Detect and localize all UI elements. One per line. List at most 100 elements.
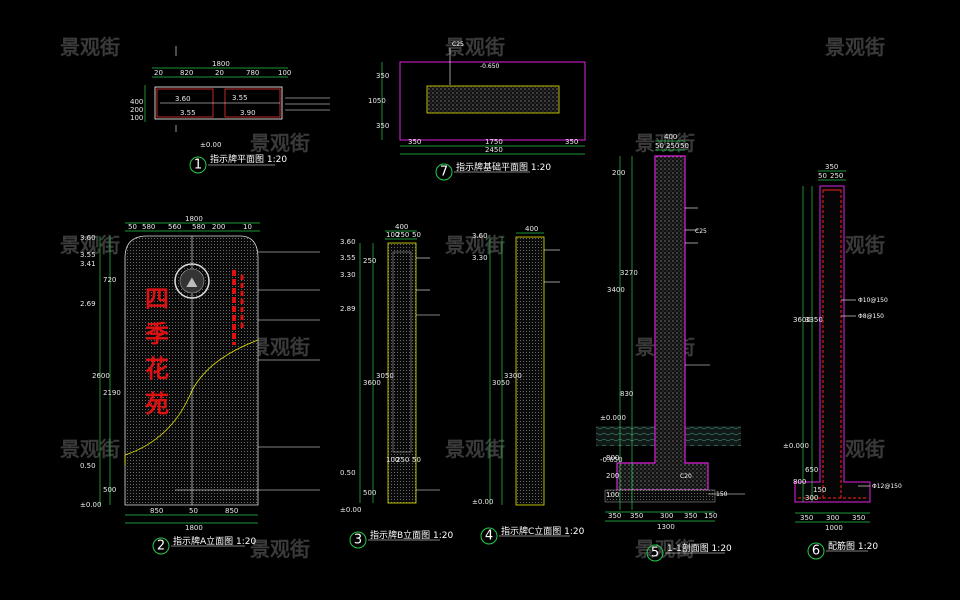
dim-text: 820: [180, 69, 193, 77]
dim-text: 350: [684, 512, 697, 520]
dim-text: 150: [813, 486, 826, 494]
dim-text: 800: [606, 454, 619, 462]
dim-text: 3270: [620, 269, 638, 277]
dim-text: 400: [395, 223, 408, 231]
watermark: 景观街: [635, 537, 695, 561]
level-text: ±0.00: [200, 141, 221, 149]
dim-text: 50: [189, 507, 198, 515]
dim-text: 250: [363, 257, 376, 265]
dim-text: 850: [150, 507, 163, 515]
dim-text: 100: [130, 114, 143, 122]
dim-text: 250: [830, 172, 843, 180]
rebar-label: Φ10@150: [858, 297, 888, 304]
view-1-plan: 1800 20 820 20 780 100 3.60 3.55 3.55 3.…: [130, 46, 330, 174]
dim-text: 400: [525, 225, 538, 233]
dim-text: 300: [805, 494, 818, 502]
dim-text: 500: [103, 486, 116, 494]
dim-text: 350: [852, 514, 865, 522]
view-5-section: 400 50 250 50 C25 200 3400 3270 830 800 …: [596, 133, 745, 562]
dim-text: 3050: [376, 372, 394, 380]
level-text: 2.89: [340, 305, 356, 313]
dim-text: 800: [793, 478, 806, 486]
level-text: ±0.00: [80, 501, 101, 509]
dim-text: 580: [192, 223, 205, 231]
dim-text: 200: [612, 169, 625, 177]
level-text: 3.60: [472, 232, 488, 240]
dim-text: 3400: [607, 286, 625, 294]
dim-text: 20: [154, 69, 163, 77]
view-title: 指示牌A立面图 1:20: [173, 535, 257, 547]
level-text: 3.60: [80, 234, 96, 242]
watermark: 景观街: [250, 131, 310, 155]
material-label: C20: [680, 473, 692, 480]
dim-text: 1000: [825, 524, 843, 532]
watermark: 景观街: [60, 35, 120, 59]
level-text: 3.60: [340, 238, 356, 246]
view-6-reinforcement: 350 50 250 Φ10@150 Φ8@150 Φ12@150 3600 3…: [783, 163, 902, 560]
dim-text: 250: [666, 142, 679, 150]
view-title: 指示牌平面图 1:20: [210, 153, 287, 165]
material-label: C25: [695, 228, 707, 235]
dim-text: 3350: [805, 316, 823, 324]
level-text: -0.650: [480, 63, 500, 70]
dim-text: 10: [243, 223, 252, 231]
watermark: 景观街: [445, 35, 505, 59]
dim-text: 830: [620, 390, 633, 398]
dim-text: 3600: [363, 379, 381, 387]
dim-text: 3300: [504, 372, 522, 380]
level-text: ±0.000: [600, 414, 626, 422]
dim-text: 3600: [793, 316, 811, 324]
dim-text: 300: [826, 514, 839, 522]
view-4-elevation-c: 400 3.60 3.30 ±0.00 3050 3300 4 指示牌C立面图 …: [472, 225, 585, 545]
watermark: 景观街: [250, 335, 310, 359]
dim-text: 50: [818, 172, 827, 180]
level-text: 3.60: [175, 95, 191, 103]
dim-text: 2450: [485, 146, 503, 154]
level-text: 2.69: [80, 300, 96, 308]
dim-text: 1800: [185, 524, 203, 532]
dim-text: 1800: [212, 60, 230, 68]
dim-text: 100: [386, 456, 399, 464]
level-text: 3.41: [80, 260, 96, 268]
watermarks: 景观街 景观街 景观街 景观街 景观街 景观街 景观街 景观街 景观街 景观街 …: [60, 35, 885, 561]
level-text: 3.55: [232, 94, 248, 102]
watermark: 景观街: [250, 537, 310, 561]
level-text: 3.55: [80, 251, 96, 259]
dim-text: 350: [608, 512, 621, 520]
dim-text: 200: [606, 472, 619, 480]
dim-text: 250: [396, 231, 409, 239]
watermark: 景观街: [635, 131, 695, 155]
dim-text: 720: [103, 276, 116, 284]
dim-text: 650: [805, 466, 818, 474]
dim-text: 100: [606, 491, 619, 499]
sign-character: 季: [145, 319, 169, 348]
dim-text: 350: [825, 163, 838, 171]
view-number: 5: [651, 546, 659, 561]
level-text: 3.30: [340, 271, 356, 279]
level-text: 3.90: [240, 109, 256, 117]
dim-text: 50: [128, 223, 137, 231]
dim-text: 350: [376, 72, 389, 80]
level-text: 3.55: [180, 109, 196, 117]
level-text: 3.30: [472, 254, 488, 262]
dim-text: 350: [800, 514, 813, 522]
level-text: ±0.000: [783, 442, 809, 450]
logo-mark: ⛰: [186, 275, 198, 291]
level-text: -0.650: [600, 456, 623, 464]
dim-text: 150: [704, 512, 717, 520]
level-text: 0.50: [340, 469, 356, 477]
view-title: 指示牌B立面图 1:20: [370, 529, 454, 541]
dim-text: 580: [142, 223, 155, 231]
view-number: 2: [157, 539, 165, 554]
dim-text: 350: [630, 512, 643, 520]
dim-text: 350: [408, 138, 421, 146]
dim-text: 3050: [492, 379, 510, 387]
view-number: 6: [812, 544, 820, 559]
view-2-elevation-a: 1800 50 580 560 580 200 10 ⛰ 四 季 花 苑 3.6…: [80, 215, 320, 555]
dim-text: 50: [680, 142, 689, 150]
watermark: 景观街: [445, 233, 505, 257]
level-text: 0.50: [80, 462, 96, 470]
dim-text: 350: [565, 138, 578, 146]
dim-text: 780: [246, 69, 259, 77]
